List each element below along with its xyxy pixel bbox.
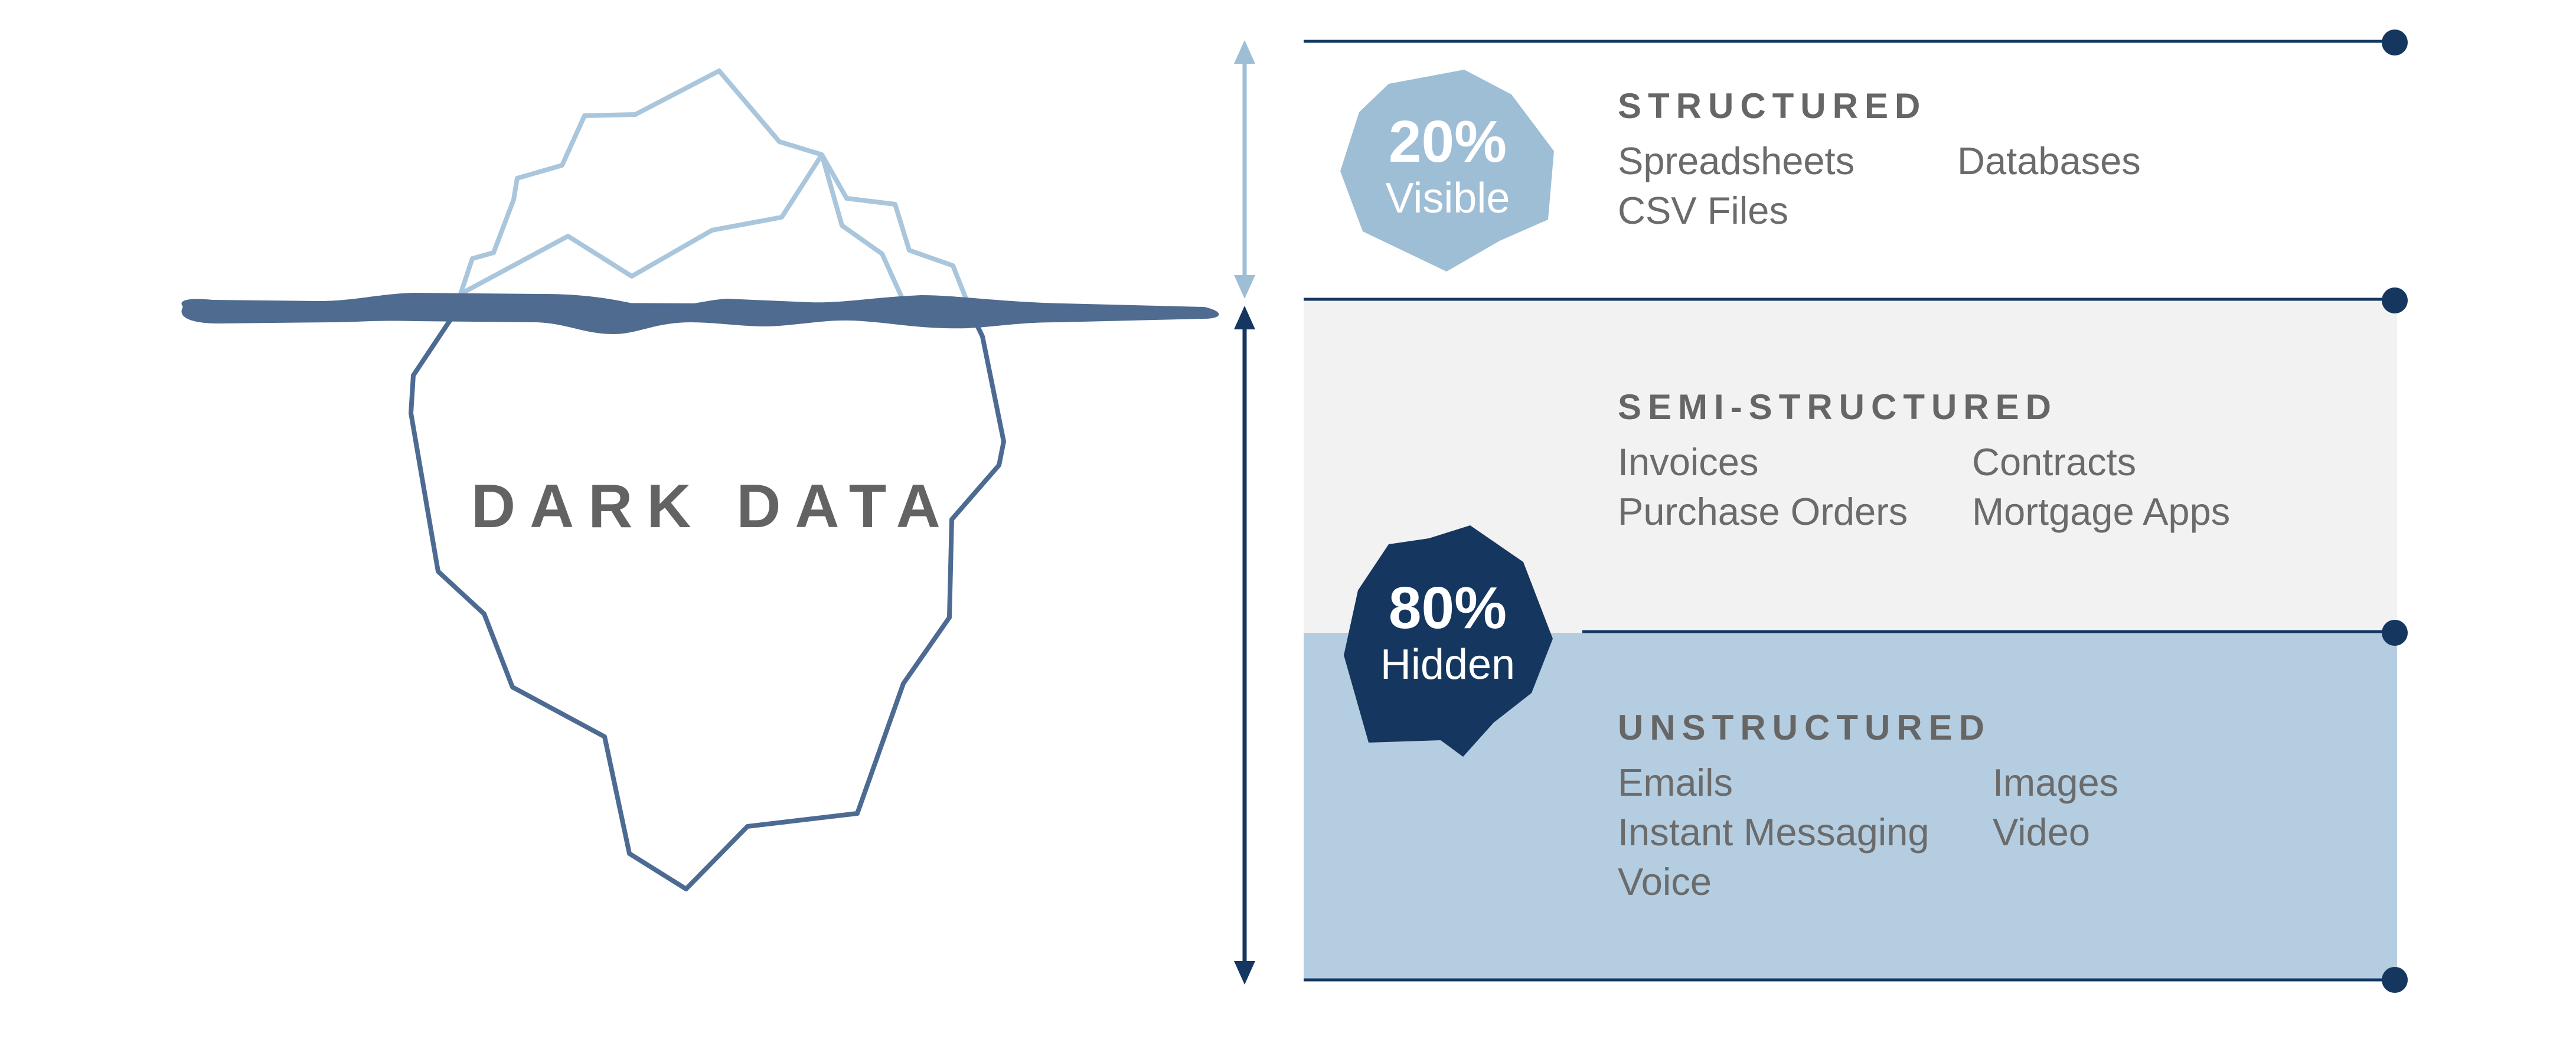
divider-lines [1304,30,2408,993]
unstructured-heading: UNSTRUCTURED [1618,708,1991,747]
semi-item-purchase-orders: Purchase Orders [1618,490,1908,533]
unstructured-item-images: Images [1993,761,2119,804]
iceberg-body [409,302,1006,891]
structured-heading: STRUCTURED [1618,86,1927,126]
visible-percent: 20% [1388,109,1507,175]
visible-badge [1340,70,1554,272]
iceberg-tip [458,68,971,306]
unstructured-item-emails: Emails [1618,761,1733,804]
water-line [181,293,1219,334]
dark-data-title: DARK DATA [471,472,955,541]
structured-item-databases: Databases [1957,139,2141,182]
hidden-caption: Hidden [1380,641,1516,688]
semi-item-mortgage-apps: Mortgage Apps [1972,490,2231,533]
semi-structured-heading: SEMI-STRUCTURED [1618,387,2058,427]
unstructured-item-video: Video [1993,810,2091,854]
semi-item-invoices: Invoices [1618,440,1759,483]
structured-item-csv-files: CSV Files [1618,189,1788,232]
visible-caption: Visible [1385,175,1510,222]
divider-water-dot [2382,287,2408,313]
structured-item-spreadsheets: Spreadsheets [1618,139,1855,182]
hidden-range-arrow [1234,306,1255,985]
hidden-percent: 80% [1388,575,1507,641]
divider-bottom-dot [2382,967,2408,993]
divider-top-dot [2382,30,2408,55]
hidden-badge-text: 80% Hidden [1341,578,1554,686]
unstructured-item-voice: Voice [1618,860,1712,903]
semi-item-contracts: Contracts [1972,440,2137,483]
hidden-badge [1344,525,1553,757]
unstructured-item-instant-messaging: Instant Messaging [1618,810,1929,854]
divider-middle-dot [2382,620,2408,646]
visible-badge-text: 20% Visible [1341,112,1554,220]
visible-range-arrow [1234,40,1255,299]
